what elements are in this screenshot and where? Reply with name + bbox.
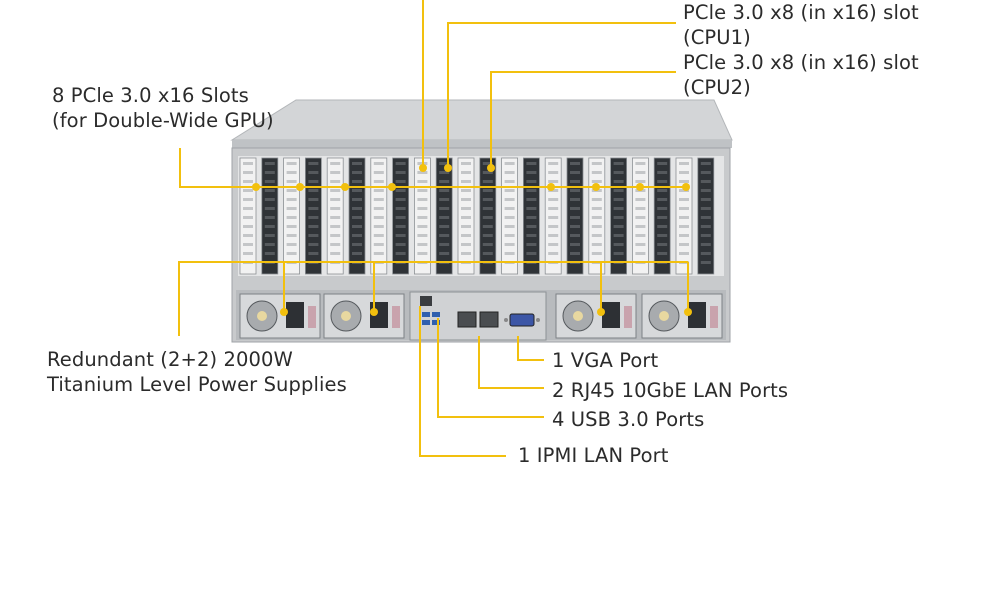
callout-dot (684, 308, 692, 316)
callout-dot (296, 183, 304, 191)
callout-dot (547, 183, 555, 191)
callout-line-rj45 (478, 336, 544, 389)
label-pcie-x16: 8 PCle 3.0 x16 Slots (for Double-Wide GP… (52, 83, 274, 133)
chassis-top-rim (232, 140, 732, 148)
usb-port (432, 320, 440, 325)
callout-line-psu (178, 261, 688, 336)
psu-power-inlet (602, 302, 620, 328)
label-ipmi: 1 IPMI LAN Port (518, 444, 669, 467)
psu-release-handle (392, 306, 400, 328)
callout-dot (341, 183, 349, 191)
usb-port (422, 320, 430, 325)
label-power-supplies: Redundant (2+2) 2000W Titanium Level Pow… (47, 347, 347, 397)
psu-power-inlet (286, 302, 304, 328)
label-pcie-x8-cpu1: PCle 3.0 x8 (in x16) slot (CPU1) (683, 0, 919, 50)
label-pcie-x8-cpu2: PCle 3.0 x8 (in x16) slot (CPU2) (683, 50, 919, 100)
callout-line-usb (437, 318, 544, 418)
psu-release-handle (710, 306, 718, 328)
label-pcie-x8-cpu1-line2: (CPU1) (683, 26, 751, 49)
chassis-top-lid (230, 99, 733, 141)
callout-dot (487, 164, 495, 172)
usb-port (432, 312, 440, 317)
callout-dot (682, 183, 690, 191)
rj45-port (457, 311, 477, 328)
power-supply-units (239, 293, 723, 339)
usb-port (422, 312, 430, 317)
label-pcie-x8-cpu2-line2: (CPU2) (683, 76, 751, 99)
callout-line-pcie-cpu1 (447, 22, 676, 168)
callout-dot (636, 183, 644, 191)
label-pcie-x16-line2: (for Double-Wide GPU) (52, 109, 274, 132)
psu-release-handle (624, 306, 632, 328)
psu-release-handle (308, 306, 316, 328)
label-power-supplies-line2: Titanium Level Power Supplies (47, 373, 347, 396)
callout-dot (592, 183, 600, 191)
label-vga: 1 VGA Port (552, 349, 659, 372)
callout-dots (252, 164, 692, 316)
label-pcie-x8-cpu1-line1: PCle 3.0 x8 (in x16) slot (683, 1, 919, 24)
callout-line-vga (517, 336, 544, 361)
callout-dot (280, 308, 288, 316)
callout-dot (419, 164, 427, 172)
psu-power-inlet (688, 302, 706, 328)
ipmi-lan-port (420, 296, 432, 306)
label-pcie-x16-line1: 8 PCle 3.0 x16 Slots (52, 84, 249, 107)
callout-line-ipmi (419, 306, 506, 457)
callout-dot (252, 183, 260, 191)
label-rj45: 2 RJ45 10GbE LAN Ports (552, 379, 789, 402)
callout-line-pcie-cpu2 (490, 71, 676, 168)
label-pcie-x8-cpu2-line1: PCle 3.0 x8 (in x16) slot (683, 51, 919, 74)
vga-port (509, 313, 535, 327)
callout-dot (444, 164, 452, 172)
callout-lines (178, 0, 689, 457)
callout-line-pcie-x16 (179, 148, 688, 188)
label-usb: 4 USB 3.0 Ports (552, 408, 705, 431)
rj45-port (479, 311, 499, 328)
callout-dot (370, 308, 378, 316)
callout-dot (388, 183, 396, 191)
callout-dot (597, 308, 605, 316)
label-power-supplies-line1: Redundant (2+2) 2000W (47, 348, 293, 371)
